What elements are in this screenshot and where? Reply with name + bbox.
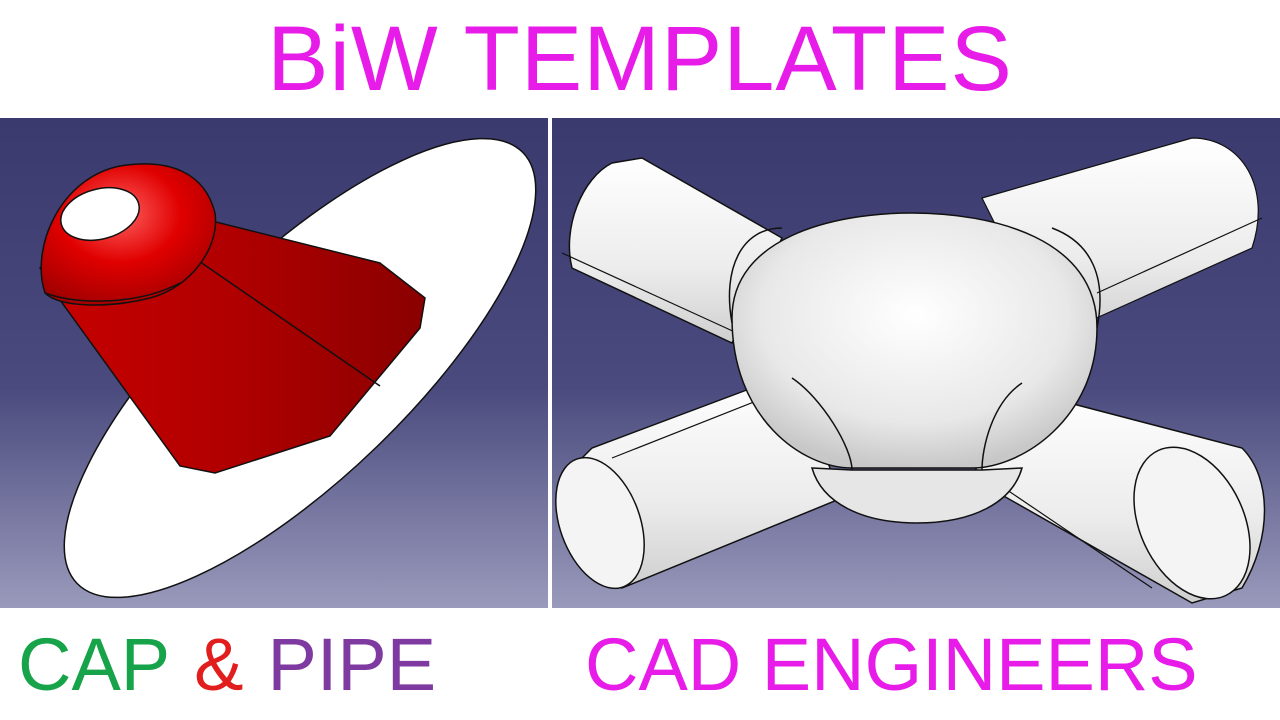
cap-hole — [60, 186, 140, 242]
pipe-junction-dome — [731, 212, 1098, 469]
caption-cap-and-pipe: CAP & PIPE — [18, 608, 436, 720]
pipe-opening-left — [555, 456, 645, 590]
caption-cad-engineers: CAD ENGINEERS — [585, 622, 1198, 706]
caption-word-ampersand: & — [194, 622, 244, 706]
caption-word-cap: CAP — [18, 622, 171, 706]
pipe-model-illustration — [552, 118, 1280, 608]
pipe-model-viewport — [552, 118, 1280, 608]
pipe-opening-right — [1133, 446, 1251, 600]
banner-title: BiW TEMPLATES — [267, 7, 1013, 110]
cap-model-viewport — [0, 118, 548, 608]
cap-model-illustration — [0, 118, 548, 608]
caption-word-pipe: PIPE — [267, 622, 437, 706]
